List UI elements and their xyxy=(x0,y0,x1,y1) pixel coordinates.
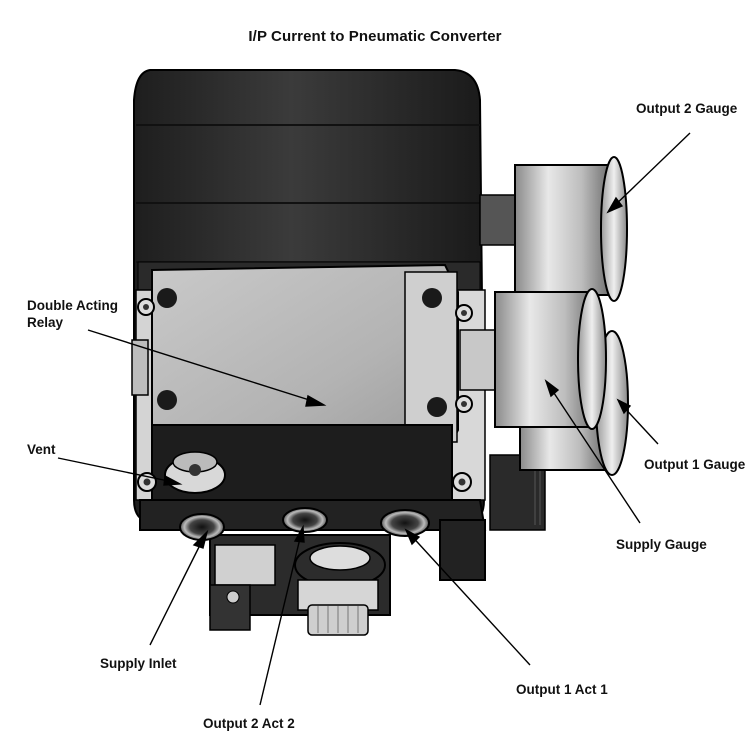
label-supply-gauge: Supply Gauge xyxy=(616,537,707,552)
arrowhead-supply-gauge xyxy=(544,379,560,398)
label-supply-inlet: Supply Inlet xyxy=(100,656,177,671)
label-output-2-act-2: Output 2 Act 2 xyxy=(203,716,295,731)
diagram-title: I/P Current to Pneumatic Converter xyxy=(248,28,502,45)
arrowhead-supply-inlet xyxy=(192,529,209,549)
arrowhead-double-acting-relay xyxy=(305,394,327,407)
leader-output-2-act-2 xyxy=(259,529,303,706)
supply-gauge xyxy=(494,288,607,430)
arrowhead-output-2-act-2 xyxy=(293,524,305,543)
output-2-gauge xyxy=(514,156,628,302)
gauge-stem-middle xyxy=(459,329,501,391)
leader-double-acting-relay xyxy=(87,329,323,405)
label-output-1-gauge: Output 1 Gauge xyxy=(644,457,746,472)
leader-vent xyxy=(57,457,179,484)
label-double-acting-relay-line1: Double Acting xyxy=(27,298,118,313)
arrowhead-output-1-act-1 xyxy=(404,528,421,546)
arrowhead-output-2-gauge xyxy=(606,196,624,214)
gauge-stem-top xyxy=(479,194,521,246)
label-vent: Vent xyxy=(27,442,56,457)
label-output-2-gauge: Output 2 Gauge xyxy=(636,101,738,116)
label-double-acting-relay-line2: Relay xyxy=(27,315,64,330)
leader-output-2-gauge xyxy=(609,132,691,211)
leader-output-1-act-1 xyxy=(407,531,531,666)
leader-supply-gauge xyxy=(547,383,641,524)
leader-supply-inlet xyxy=(149,534,206,646)
label-output-1-act-1: Output 1 Act 1 xyxy=(516,682,608,697)
arrowhead-vent xyxy=(163,474,183,486)
left-fitting xyxy=(131,339,149,396)
arrowhead-output-1-gauge xyxy=(616,398,632,415)
port-output-1-act-1 xyxy=(380,509,430,537)
leader-lines xyxy=(57,132,691,706)
conduit-knob xyxy=(294,542,386,636)
vent-fitting xyxy=(164,451,226,494)
port-output-2-act-2 xyxy=(282,507,328,533)
